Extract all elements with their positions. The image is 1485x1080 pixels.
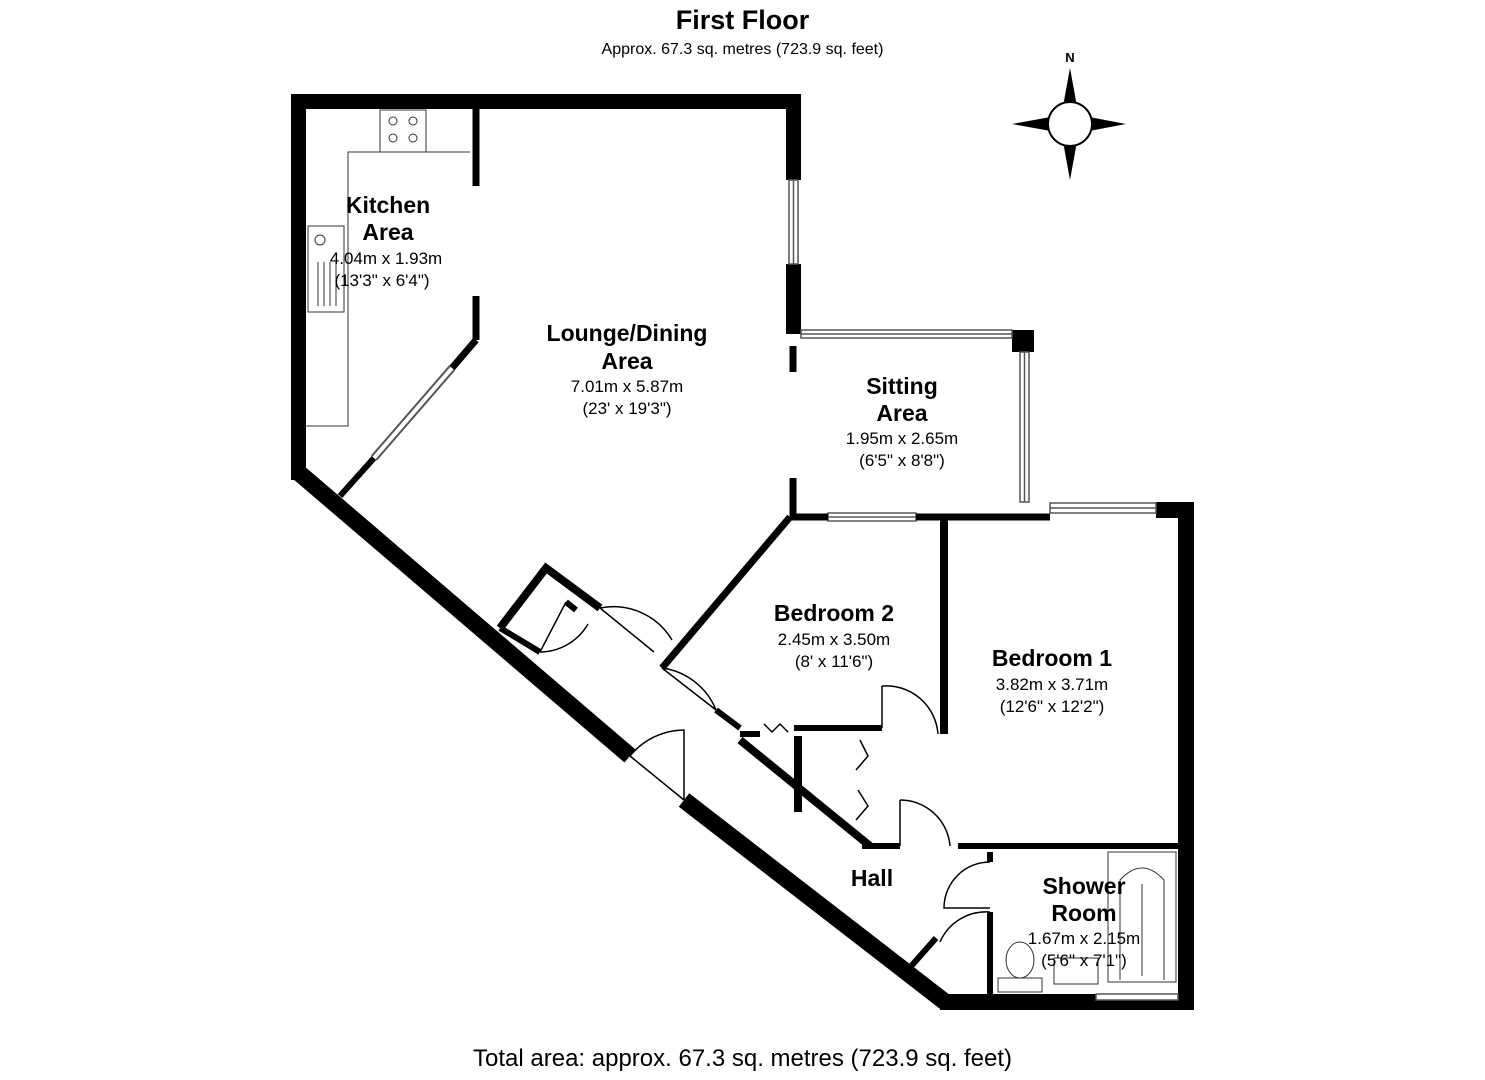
bedroom1-metric: 3.82m x 3.71m <box>996 675 1108 694</box>
shower-name-line2: Room <box>1051 900 1116 926</box>
kitchen-fixtures <box>306 109 470 427</box>
sitting-name-line2: Area <box>876 400 927 426</box>
interior-walls <box>449 109 1178 994</box>
floor-area-subtitle: Approx. 67.3 sq. metres (723.9 sq. feet) <box>601 41 884 58</box>
kitchen-metric: 4.04m x 1.93m <box>330 249 442 268</box>
kitchen-name-line1: Kitchen <box>346 192 430 218</box>
shower-imperial: (5'6" x 7'1") <box>1041 951 1127 970</box>
sitting-metric: 1.95m x 2.65m <box>846 429 958 448</box>
bedroom2-metric: 2.45m x 3.50m <box>778 630 890 649</box>
lounge-imperial: (23' x 19'3") <box>582 399 671 418</box>
sitting-imperial: (6'5" x 8'8") <box>859 451 945 470</box>
room-kitchen: Kitchen Area 4.04m x 1.93m (13'3" x 6'4"… <box>330 192 442 290</box>
room-sitting: Sitting Area 1.95m x 2.65m (6'5" x 8'8") <box>846 373 958 470</box>
kitchen-imperial: (13'3" x 6'4") <box>334 271 429 290</box>
diagonal-wall-segment <box>337 455 377 499</box>
lounge-name-line1: Lounge/Dining <box>547 320 708 346</box>
diagonal-exterior-wall <box>292 465 951 1009</box>
shower-metric: 1.67m x 2.15m <box>1028 929 1140 948</box>
room-bedroom-2: Bedroom 2 2.45m x 3.50m (8' x 11'6") <box>774 600 894 671</box>
hall-name: Hall <box>851 865 893 891</box>
windows <box>788 179 1179 1001</box>
bedroom1-imperial: (12'6" x 12'2") <box>1000 697 1105 716</box>
doors <box>539 601 991 943</box>
floor-title: First Floor <box>675 5 810 35</box>
room-hall: Hall <box>851 865 893 891</box>
shower-name-line1: Shower <box>1042 873 1125 899</box>
lounge-name-line2: Area <box>601 348 652 374</box>
compass-icon: N <box>1012 50 1126 180</box>
sitting-name-line1: Sitting <box>866 373 938 399</box>
exterior-walls <box>291 94 1194 1010</box>
room-lounge: Lounge/Dining Area 7.01m x 5.87m (23' x … <box>547 320 708 418</box>
compass-north-label: N <box>1065 50 1074 65</box>
room-shower: Shower Room 1.67m x 2.15m (5'6" x 7'1") <box>1028 873 1140 970</box>
lounge-metric: 7.01m x 5.87m <box>571 377 683 396</box>
room-bedroom-1: Bedroom 1 3.82m x 3.71m (12'6" x 12'2") <box>992 645 1112 716</box>
bedroom1-name: Bedroom 1 <box>992 645 1112 671</box>
bedroom2-imperial: (8' x 11'6") <box>795 652 873 671</box>
kitchen-name-line2: Area <box>362 219 413 245</box>
total-area-footer: Total area: approx. 67.3 sq. metres (723… <box>473 1045 1012 1072</box>
bathroom-fixtures <box>997 851 1177 993</box>
kitchen-diagonal-window-inner <box>372 366 454 460</box>
bedroom2-name: Bedroom 2 <box>774 600 894 626</box>
